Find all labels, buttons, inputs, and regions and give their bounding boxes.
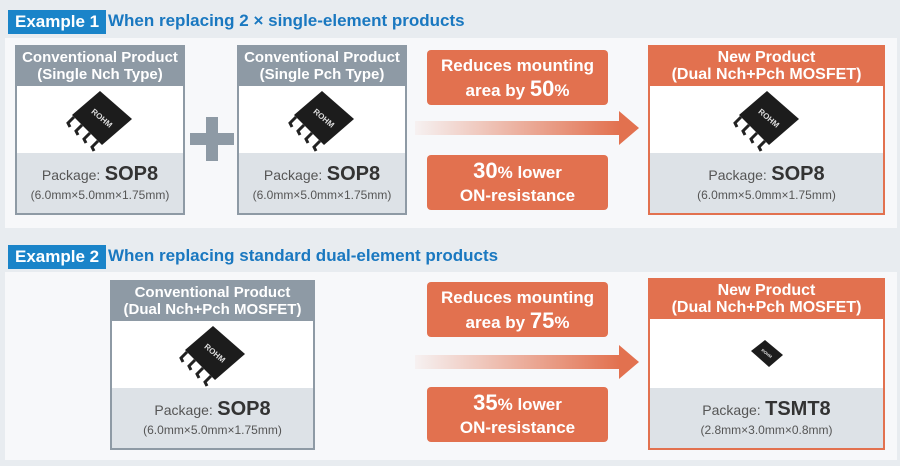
- card-header-line1: New Product: [717, 282, 816, 299]
- package-name: SOP8: [771, 163, 825, 185]
- card-header-line1: Conventional Product: [244, 49, 400, 66]
- benefit-unit: %: [497, 162, 513, 182]
- benefit-text: lower: [512, 394, 562, 414]
- example-1-title: When replacing 2 × single-element produc…: [108, 11, 465, 30]
- package-label: Package:: [263, 167, 323, 183]
- package-name: TSMT8: [765, 398, 831, 420]
- package-dimensions: (6.0mm×5.0mm×1.75mm): [143, 423, 282, 437]
- benefit-text: area by: [465, 80, 526, 100]
- benefit-unit: %: [554, 312, 570, 332]
- benefit-text: area by: [465, 312, 526, 332]
- benefit-mounting-area: Reduces mounting area by 50%: [427, 50, 608, 105]
- card-header-line1: Conventional Product: [134, 284, 291, 301]
- sop8-chip-image: ROHM: [17, 86, 183, 153]
- arrow-shaft: [415, 121, 620, 135]
- card-header-line2: (Single Pch Type): [259, 66, 385, 83]
- benefit-value: 35: [473, 389, 498, 415]
- benefit-text: ON-resistance: [459, 185, 576, 205]
- new-product-card-1: New Product(Dual Nch+Pch MOSFET) ROHM Pa…: [648, 45, 885, 215]
- conventional-card-pch: Conventional Product(Single Pch Type) RO…: [237, 45, 407, 215]
- package-name: SOP8: [326, 163, 381, 185]
- card-header-line1: Conventional Product: [22, 49, 178, 66]
- package-dimensions: (6.0mm×5.0mm×1.75mm): [697, 188, 836, 202]
- arrow-shaft: [415, 355, 620, 369]
- benefit-value: 50: [529, 75, 555, 101]
- example-1-label: Example 1: [8, 10, 107, 34]
- benefit-value: 30: [473, 157, 498, 183]
- package-name: SOP8: [217, 398, 271, 420]
- card-header-line2: (Dual Nch+Pch MOSFET): [123, 301, 302, 318]
- benefit-value: 75: [529, 307, 555, 333]
- card-header-line2: (Single Nch Type): [37, 66, 163, 83]
- sop8-chip-image: ROHM: [650, 86, 883, 153]
- chip-brand-text: ROHM: [760, 347, 773, 359]
- arrow-right-icon: [619, 345, 639, 379]
- arrow-right-icon: [619, 111, 639, 145]
- benefit-on-resistance: 35% lower ON-resistance: [427, 387, 608, 442]
- example-2-label: Example 2: [8, 245, 107, 269]
- example-2-title: When replacing standard dual-element pro…: [108, 246, 499, 265]
- conventional-card-nch: Conventional Product(Single Nch Type) RO…: [15, 45, 185, 215]
- card-header-line2: (Dual Nch+Pch MOSFET): [671, 299, 862, 316]
- package-dimensions: (6.0mm×5.0mm×1.75mm): [30, 188, 170, 202]
- package-label: Package:: [154, 402, 213, 418]
- package-name: SOP8: [104, 163, 159, 185]
- package-dimensions: (6.0mm×5.0mm×1.75mm): [252, 188, 392, 202]
- tsmt8-chip-image: ROHM: [650, 319, 883, 388]
- package-label: Package:: [41, 167, 101, 183]
- package-label: Package:: [702, 402, 761, 418]
- package-dimensions: (2.8mm×3.0mm×0.8mm): [700, 423, 833, 437]
- conventional-card-dual: Conventional Product(Dual Nch+Pch MOSFET…: [110, 280, 315, 450]
- benefit-text: ON-resistance: [459, 417, 576, 437]
- sop8-chip-image: ROHM: [112, 321, 313, 388]
- card-header-line1: New Product: [717, 49, 816, 66]
- benefit-unit: %: [554, 80, 570, 100]
- benefit-text: Reduces mounting: [440, 55, 594, 75]
- benefit-mounting-area: Reduces mounting area by 75%: [427, 282, 608, 337]
- benefit-text: lower: [512, 162, 562, 182]
- new-product-card-2: New Product(Dual Nch+Pch MOSFET) ROHM Pa…: [648, 278, 885, 450]
- benefit-on-resistance: 30% lower ON-resistance: [427, 155, 608, 210]
- card-header-line2: (Dual Nch+Pch MOSFET): [671, 66, 862, 83]
- package-label: Package:: [708, 167, 767, 183]
- benefit-unit: %: [497, 394, 513, 414]
- plus-icon: [190, 117, 234, 161]
- sop8-chip-image: ROHM: [239, 86, 405, 153]
- benefit-text: Reduces mounting: [440, 287, 594, 307]
